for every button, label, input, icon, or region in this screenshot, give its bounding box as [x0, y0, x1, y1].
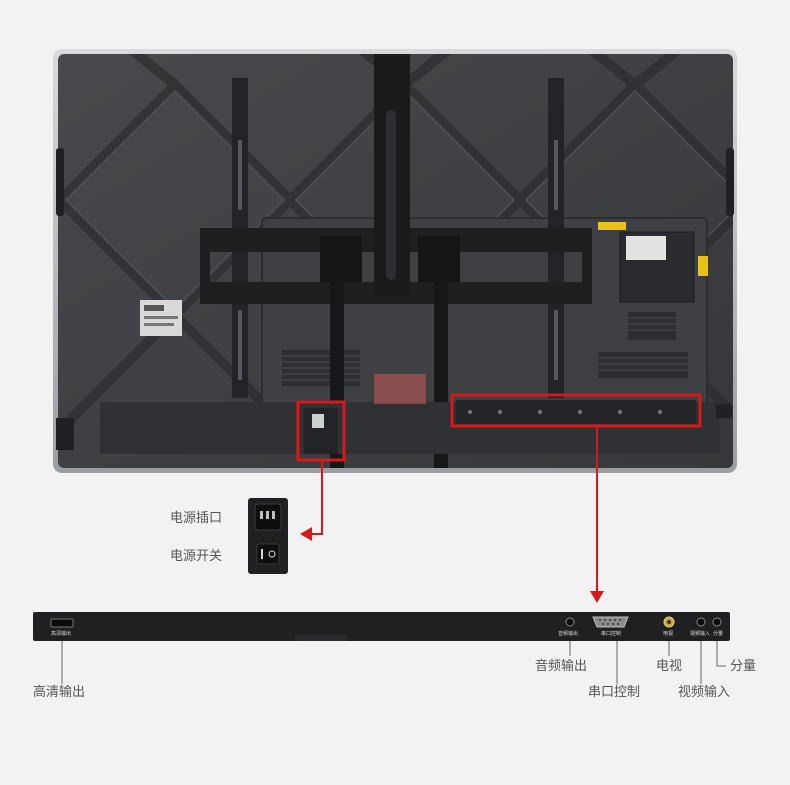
power-switch-label: 电源开关 [170, 549, 223, 564]
io-highlight-box [450, 393, 702, 428]
io-strip-ports [50, 616, 722, 641]
component-label: 分量 [730, 659, 757, 674]
audio-out-label: 音频输出 [535, 659, 588, 674]
strip-label-component: 分量 [713, 631, 724, 637]
power-socket-switch-image [248, 498, 288, 574]
strip-label-hdmi: 高清输出 [51, 631, 72, 637]
tv-back-illustration [53, 49, 737, 473]
hdmi-out-label: 高清输出 [33, 685, 86, 700]
serial-control-label: 串口控制 [588, 685, 641, 700]
strip-label-video: 视频输入 [690, 631, 711, 637]
power-socket-label: 电源插口 [170, 511, 223, 526]
strip-label-audio: 音频输出 [558, 631, 579, 637]
strip-label-serial: 串口控制 [601, 631, 622, 637]
tv-back-panel [53, 49, 737, 473]
power-highlight-box [296, 400, 346, 462]
io-strip: 高清输出 音频输出 串口控制 电视 视频输入 分量 [33, 612, 730, 641]
video-in-label: 视频输入 [678, 685, 731, 700]
tv-label: 电视 [656, 659, 683, 674]
strip-label-tv: 电视 [663, 631, 674, 637]
